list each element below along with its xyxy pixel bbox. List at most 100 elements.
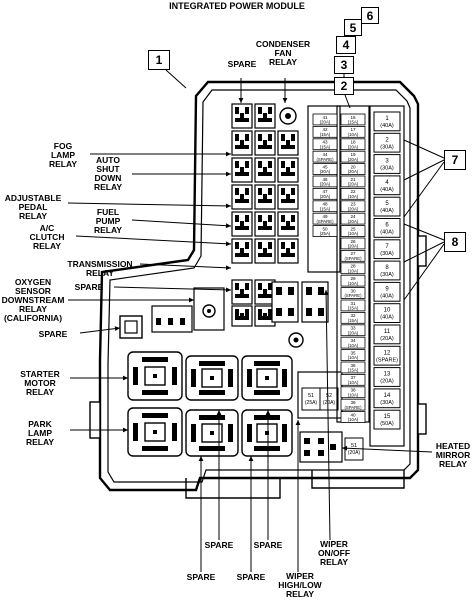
svg-text:44: 44 — [322, 152, 328, 157]
mini-fuse-17: 17(10A) — [340, 126, 366, 138]
leader-line — [344, 94, 351, 109]
leader-line — [113, 286, 232, 293]
mini-relay-socket — [254, 184, 276, 210]
leader-line — [403, 243, 445, 301]
svg-text:28: 28 — [350, 264, 356, 269]
svg-text:39: 39 — [350, 400, 356, 405]
mini-relay-socket — [254, 157, 276, 183]
mini-relay-socket — [277, 130, 299, 156]
callout-7: 7 — [444, 150, 466, 170]
cartridge-fuse-8: 8(30A) — [373, 260, 401, 281]
svg-text:8: 8 — [385, 265, 389, 271]
mini-fuse-23: 23(20A) — [340, 200, 366, 213]
svg-text:(20A): (20A) — [320, 169, 331, 174]
mounting-stud — [279, 107, 297, 125]
leader-line — [75, 235, 232, 247]
leader-line — [70, 375, 128, 381]
mini-fuse-21: 21(20A) — [340, 175, 366, 188]
svg-text:(SPARE): (SPARE) — [316, 157, 334, 162]
label-spare-top: SPARE — [227, 59, 257, 69]
leader-line — [265, 410, 271, 540]
svg-text:(20A): (20A) — [323, 400, 336, 406]
mini-fuse-frame-left — [307, 105, 341, 273]
mini-fuse-41: 41(20A) — [312, 113, 338, 126]
cartridge-fuse-14: 14(30A) — [373, 388, 401, 409]
label-fuel-pump-relay: FUEL PUMP RELAY — [93, 207, 123, 235]
svg-text:(40A): (40A) — [380, 123, 394, 129]
mini-fuse-25: 25(10A) — [340, 225, 366, 237]
svg-text:(20A): (20A) — [348, 244, 359, 249]
svg-text:40: 40 — [350, 412, 356, 417]
svg-text:46: 46 — [322, 177, 328, 182]
cartridge-fuse-10: 10(40A) — [373, 303, 401, 324]
leader-line — [403, 223, 445, 241]
mini-fuse-42: 42(15A) — [312, 126, 338, 138]
svg-text:23: 23 — [350, 202, 356, 207]
svg-text:34: 34 — [350, 338, 356, 343]
svg-text:12: 12 — [384, 350, 391, 356]
cartridge-fuse-4: 4(40A) — [373, 175, 401, 196]
svg-text:(10A): (10A) — [348, 132, 359, 137]
svg-text:(10A): (10A) — [348, 268, 359, 273]
svg-text:3: 3 — [385, 159, 389, 165]
svg-text:41: 41 — [322, 115, 328, 120]
svg-text:2: 2 — [385, 137, 389, 143]
svg-text:(30A): (30A) — [380, 144, 394, 150]
label-park-lamp-relay: PARK LAMP RELAY — [25, 419, 55, 447]
svg-text:(SPARE): (SPARE) — [344, 293, 362, 298]
leader-line — [403, 241, 445, 263]
module-housing-inner — [107, 89, 411, 483]
svg-text:(SPARE): (SPARE) — [376, 357, 398, 363]
svg-text:13: 13 — [384, 372, 391, 378]
svg-text:(30A): (30A) — [380, 166, 394, 172]
svg-text:(25A): (25A) — [305, 400, 318, 406]
mini-fuse-20: 20(20A) — [340, 163, 366, 175]
leader-line — [90, 151, 231, 157]
label-spare-bottom-2: SPARE — [253, 540, 283, 550]
mini-relay-socket — [231, 130, 253, 156]
mini-fuse-48: 48(15A) — [312, 200, 338, 213]
svg-text:18: 18 — [350, 140, 356, 145]
mini-fuse-40: 40(10A) — [340, 411, 366, 423]
park-lamp-relay-socket — [127, 407, 183, 457]
callout-5: 5 — [344, 19, 362, 36]
label-transmission-relay: TRANSMISSION RELAY — [67, 259, 133, 278]
svg-text:(10A): (10A) — [348, 380, 359, 385]
svg-text:(10A): (10A) — [348, 194, 359, 199]
leader-line — [403, 139, 445, 159]
leader-line — [131, 219, 232, 229]
mini-relay-socket — [254, 305, 276, 327]
svg-text:33: 33 — [350, 326, 356, 331]
mini-fuse-32: 32(15A) — [340, 311, 366, 324]
svg-text:35: 35 — [350, 350, 356, 355]
mini-fuse-46: 46(20A) — [312, 175, 338, 188]
mini-relay-socket — [231, 211, 253, 237]
cartridge-fuse-6: 6(40A) — [373, 218, 401, 238]
svg-text:(10A): (10A) — [348, 417, 359, 422]
mini-fuse-28: 28(10A) — [340, 262, 366, 275]
module-housing — [98, 80, 420, 492]
svg-text:(20A): (20A) — [348, 144, 359, 149]
leader-line — [165, 69, 187, 89]
leader-line — [248, 456, 254, 572]
label-heated-mirror-relay: HEATED MIRROR RELAY — [435, 441, 471, 469]
svg-text:29: 29 — [350, 276, 356, 281]
mini-fuse-47: 47(20A) — [312, 187, 338, 200]
svg-text:(25A): (25A) — [320, 231, 331, 236]
svg-text:(15A): (15A) — [320, 144, 331, 149]
svg-text:37: 37 — [350, 375, 356, 380]
svg-text:(20A): (20A) — [320, 120, 331, 125]
mini-fuse-33: 33(20A) — [340, 324, 366, 337]
label-wiper-on-off-relay: WIPER ON/OFF RELAY — [317, 539, 351, 567]
svg-text:11: 11 — [384, 329, 391, 335]
leader-line — [216, 410, 222, 540]
svg-text:36: 36 — [350, 363, 356, 368]
svg-text:(10A): (10A) — [348, 231, 359, 236]
cartridge-fuse-7: 7(30A) — [373, 239, 401, 260]
label-oxygen-sensor-relay: OXYGEN SENSOR DOWNSTREAM RELAY (CALIFORN… — [1, 277, 65, 323]
label-spare-bottom-1: SPARE — [204, 540, 234, 550]
svg-text:(20A): (20A) — [348, 330, 359, 335]
mini-relay-socket — [254, 130, 276, 156]
leader-line — [139, 263, 232, 271]
svg-text:1: 1 — [385, 116, 389, 122]
